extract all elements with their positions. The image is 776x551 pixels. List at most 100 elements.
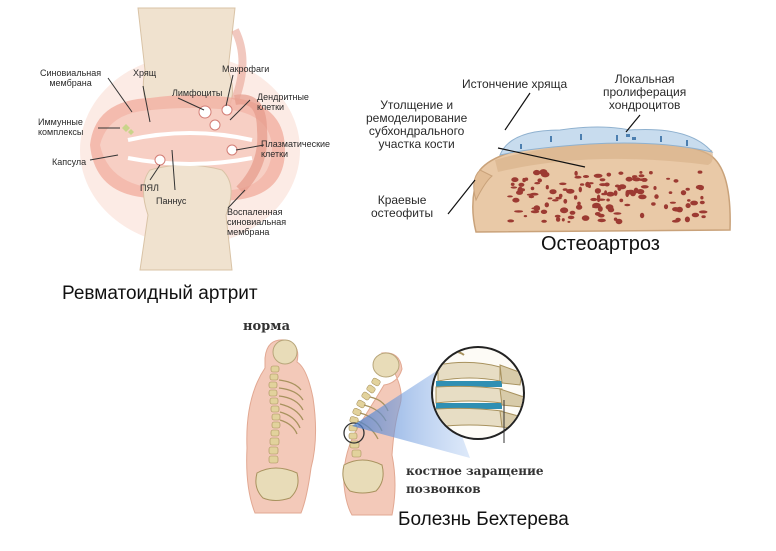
marrow-cell	[607, 207, 615, 213]
marrow-cell	[507, 219, 515, 223]
marrow-cell	[528, 195, 535, 199]
marrow-cell	[567, 220, 571, 223]
marrow-cell	[601, 192, 607, 196]
marrow-cell	[511, 177, 519, 183]
marrow-cell	[573, 195, 578, 200]
marrow-cell	[517, 186, 523, 193]
oa-leader-lines	[447, 92, 641, 215]
marrow-cell	[514, 210, 524, 213]
marrow-cell	[522, 177, 526, 183]
marrow-cell	[687, 199, 691, 202]
marrow-cell	[555, 217, 561, 222]
marrow-cell	[666, 177, 671, 180]
marrow-cell	[575, 204, 583, 210]
marrow-cell	[606, 198, 610, 202]
marrow-cell	[632, 190, 641, 193]
label-pannus: Паннус	[156, 196, 187, 206]
marrow-cell	[680, 190, 687, 196]
marrow-cell	[701, 215, 706, 219]
marrow-cell	[590, 197, 598, 202]
label-subchondral-thickening: Утолщение и ремоделирование субхондральн…	[366, 98, 468, 151]
marrow-cell	[533, 169, 541, 176]
marrow-cell	[699, 200, 705, 205]
marrow-cell	[597, 218, 606, 223]
marrow-cell	[563, 198, 568, 204]
marrow-cell	[673, 207, 681, 212]
oa-caption: Остеоартроз	[541, 233, 660, 255]
marrow-cell	[618, 184, 627, 190]
marrow-cell	[512, 197, 520, 203]
marrow-cell	[566, 188, 575, 194]
marrow-cell	[625, 191, 629, 198]
marrow-cell	[593, 173, 603, 178]
marrow-cell	[510, 182, 515, 186]
ra-joint-illustration	[80, 7, 300, 271]
label-plasma-cells: Плазматические клетки	[261, 139, 331, 159]
marrow-cell	[558, 193, 563, 198]
marrow-cell	[695, 184, 704, 190]
marrow-cell	[653, 186, 657, 190]
marrow-cell	[526, 193, 535, 196]
marrow-cell	[640, 185, 649, 189]
label-synovial-membrane: Синовиальная мембрана	[40, 68, 102, 88]
marrow-cell	[613, 217, 618, 221]
marrow-cell	[606, 191, 615, 197]
marrow-cell	[518, 182, 525, 187]
marrow-cell	[544, 202, 549, 208]
marrow-cell	[585, 181, 590, 188]
label-macrophages: Макрофаги	[222, 64, 270, 74]
marrow-cell	[567, 215, 575, 220]
marrow-cell	[534, 182, 541, 185]
marrow-cell	[691, 212, 700, 218]
marrow-cell	[578, 186, 582, 193]
marrow-cell	[537, 178, 542, 183]
label-bone-fusion: костное заращение позвонков	[406, 464, 544, 496]
marrow-cell	[613, 190, 618, 196]
marrow-cell	[510, 186, 518, 189]
label-capsule: Капсула	[52, 157, 87, 167]
normal-spine-figure	[246, 339, 317, 514]
marrow-cell	[541, 219, 547, 223]
marrow-cell	[547, 197, 553, 200]
marrow-cell	[579, 183, 585, 186]
marrow-cell	[651, 202, 656, 206]
vertebrae-closeup	[431, 346, 525, 443]
label-cartilage-thinning: Истончение хряща	[462, 77, 568, 91]
marrow-cell	[549, 189, 557, 195]
marrow-cell	[540, 209, 548, 214]
marrow-cell	[684, 216, 690, 223]
marrow-cell	[545, 185, 549, 190]
label-immune-complexes: Иммунные комплексы	[38, 117, 84, 137]
marrow-cell	[574, 175, 582, 179]
marrow-cell	[638, 194, 647, 200]
as-caption: Болезнь Бехтерева	[398, 509, 569, 530]
marrow-cell	[618, 171, 624, 175]
marrow-cell	[561, 218, 565, 222]
marrow-cell	[523, 215, 528, 218]
marrow-cell	[577, 201, 581, 206]
marrow-cell	[619, 198, 624, 203]
oa-bone-illustration	[472, 126, 731, 233]
label-chondrocyte-proliferation: Локальная пролиферация хондроцитов	[603, 72, 687, 112]
marrow-cell	[569, 210, 576, 215]
marrow-cell	[654, 194, 659, 199]
marrow-cell	[562, 188, 568, 191]
marrow-cell	[592, 205, 600, 209]
marrow-cell	[697, 170, 703, 174]
marrow-cell	[582, 175, 590, 178]
marrow-cell	[594, 188, 601, 194]
label-inflamed-synovial-membrane: Воспаленная синовиальная мембрана	[227, 207, 287, 237]
marrow-cell	[632, 177, 641, 182]
marrow-cell	[559, 182, 567, 186]
marrow-cell	[539, 169, 548, 176]
marrow-cell	[606, 172, 612, 177]
marrow-cell	[639, 171, 643, 174]
marrow-cell	[599, 183, 607, 187]
marrow-cell	[613, 212, 622, 215]
marrow-cell	[574, 170, 578, 176]
label-cartilage: Хрящ	[133, 68, 157, 78]
marrow-cell	[624, 203, 631, 207]
label-pmn: ПЯЛ	[140, 183, 159, 193]
marrow-cell	[675, 217, 681, 222]
marrow-cell	[581, 215, 590, 221]
